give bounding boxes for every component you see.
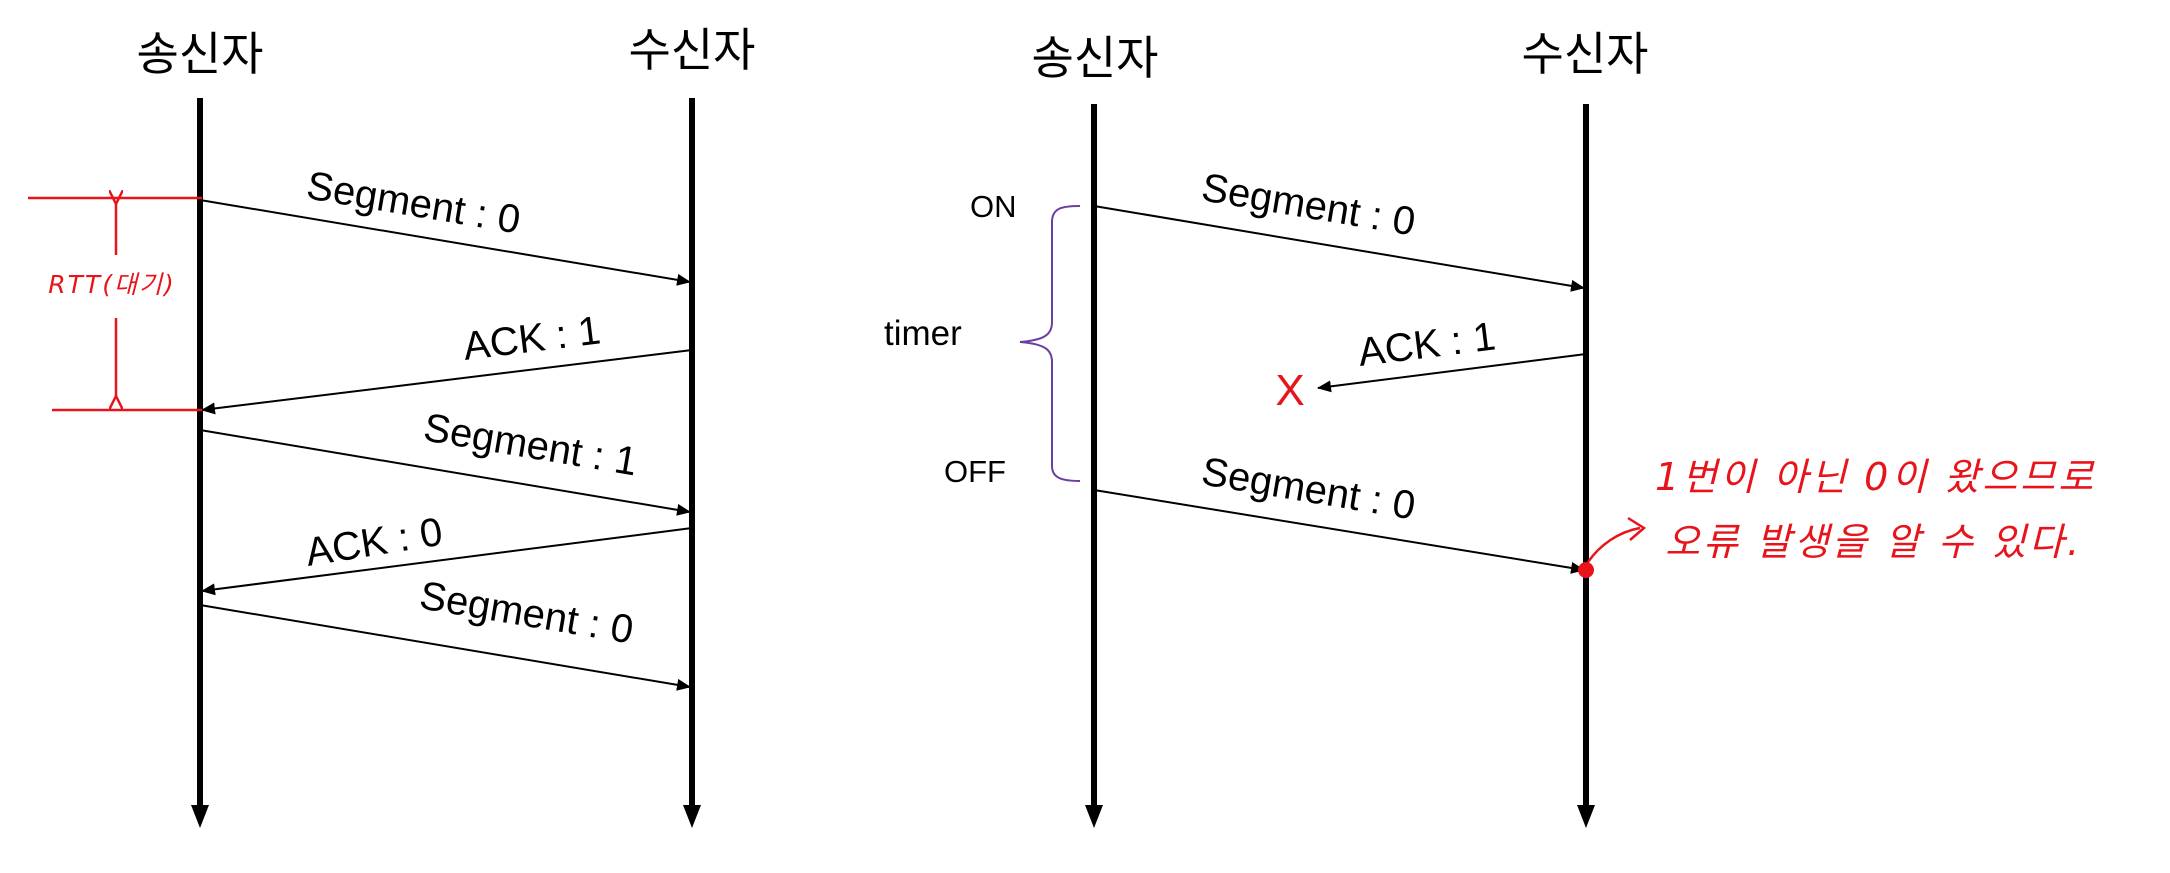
left-message-label-5: Segment : 0 (417, 573, 637, 652)
right-message-label-1: Segment : 0 (1199, 165, 1419, 244)
left-message-arrow-5 (199, 604, 691, 691)
right-message-arrow-2-lost (1317, 353, 1587, 393)
left-sender-timeline-arrowhead (191, 805, 209, 828)
duplicate-received-dot (1578, 562, 1594, 578)
right-message-label-2: ACK : 1 (1356, 314, 1498, 374)
timer-label: timer (884, 314, 962, 353)
left-message-arrow-1 (199, 199, 691, 286)
note-pointer-arrowhead (1627, 516, 1647, 541)
note-pointer-arrow (1586, 526, 1641, 563)
left-sender-label: 송신자 (137, 27, 264, 81)
note-line-1: 1번이 아닌 0이 왔으므로 (1655, 455, 2096, 499)
right-sender-label: 송신자 (1032, 31, 1159, 85)
duplicate-note: 1번이 아닌 0이 왔으므로 오류 발생을 알 수 있다. (1578, 455, 2096, 578)
left-receiver-timeline-arrowhead (683, 805, 701, 828)
right-message-label-3: Segment : 0 (1199, 449, 1419, 528)
rtt-label: RTT(대기) (48, 270, 175, 299)
right-message-arrow-1 (1093, 205, 1585, 292)
left-message-arrow-3 (199, 429, 691, 516)
lost-packet-x-mark: X (1275, 366, 1304, 415)
timer-off-label: OFF (944, 454, 1006, 489)
left-message-label-2: ACK : 1 (461, 308, 603, 368)
right-diagram: 송신자 수신자 ON timer OFF Segment : 0 ACK : 1… (884, 27, 2096, 828)
rtt-annotation: RTT(대기) (28, 198, 202, 412)
left-diagram: 송신자 수신자 Segment : 0 ACK : 1 Segment : 1 … (28, 23, 755, 828)
timer-annotation: ON timer OFF (884, 189, 1081, 489)
note-line-2: 오류 발생을 알 수 있다. (1665, 520, 2082, 564)
left-message-arrow-2 (201, 349, 693, 415)
right-message-arrow-3 (1093, 489, 1585, 574)
left-receiver-label: 수신자 (629, 23, 756, 77)
left-message-arrow-4 (201, 527, 693, 596)
right-receiver-label: 수신자 (1522, 27, 1649, 81)
left-message-label-4: ACK : 0 (303, 510, 446, 575)
timer-on-label: ON (970, 189, 1017, 224)
right-receiver-timeline-arrowhead (1577, 805, 1595, 828)
timer-brace (1019, 205, 1081, 482)
right-sender-timeline-arrowhead (1085, 805, 1103, 828)
left-message-label-1: Segment : 0 (304, 163, 524, 242)
